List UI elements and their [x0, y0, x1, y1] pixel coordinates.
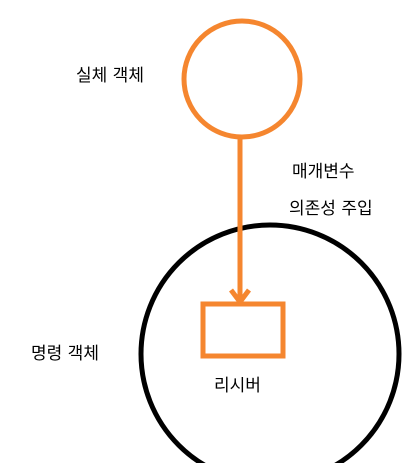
receiver-box	[200, 301, 286, 359]
injection-label-line2: 의존성 주입	[289, 199, 373, 219]
command-object-circle	[138, 222, 402, 463]
real-object-label: 실체 객체	[76, 66, 144, 86]
command-object-label: 명령 객체	[31, 344, 99, 364]
receiver-label: 리시버	[214, 376, 261, 396]
real-object-ellipse	[181, 18, 303, 140]
injection-label-line1: 매개변수	[292, 162, 355, 182]
